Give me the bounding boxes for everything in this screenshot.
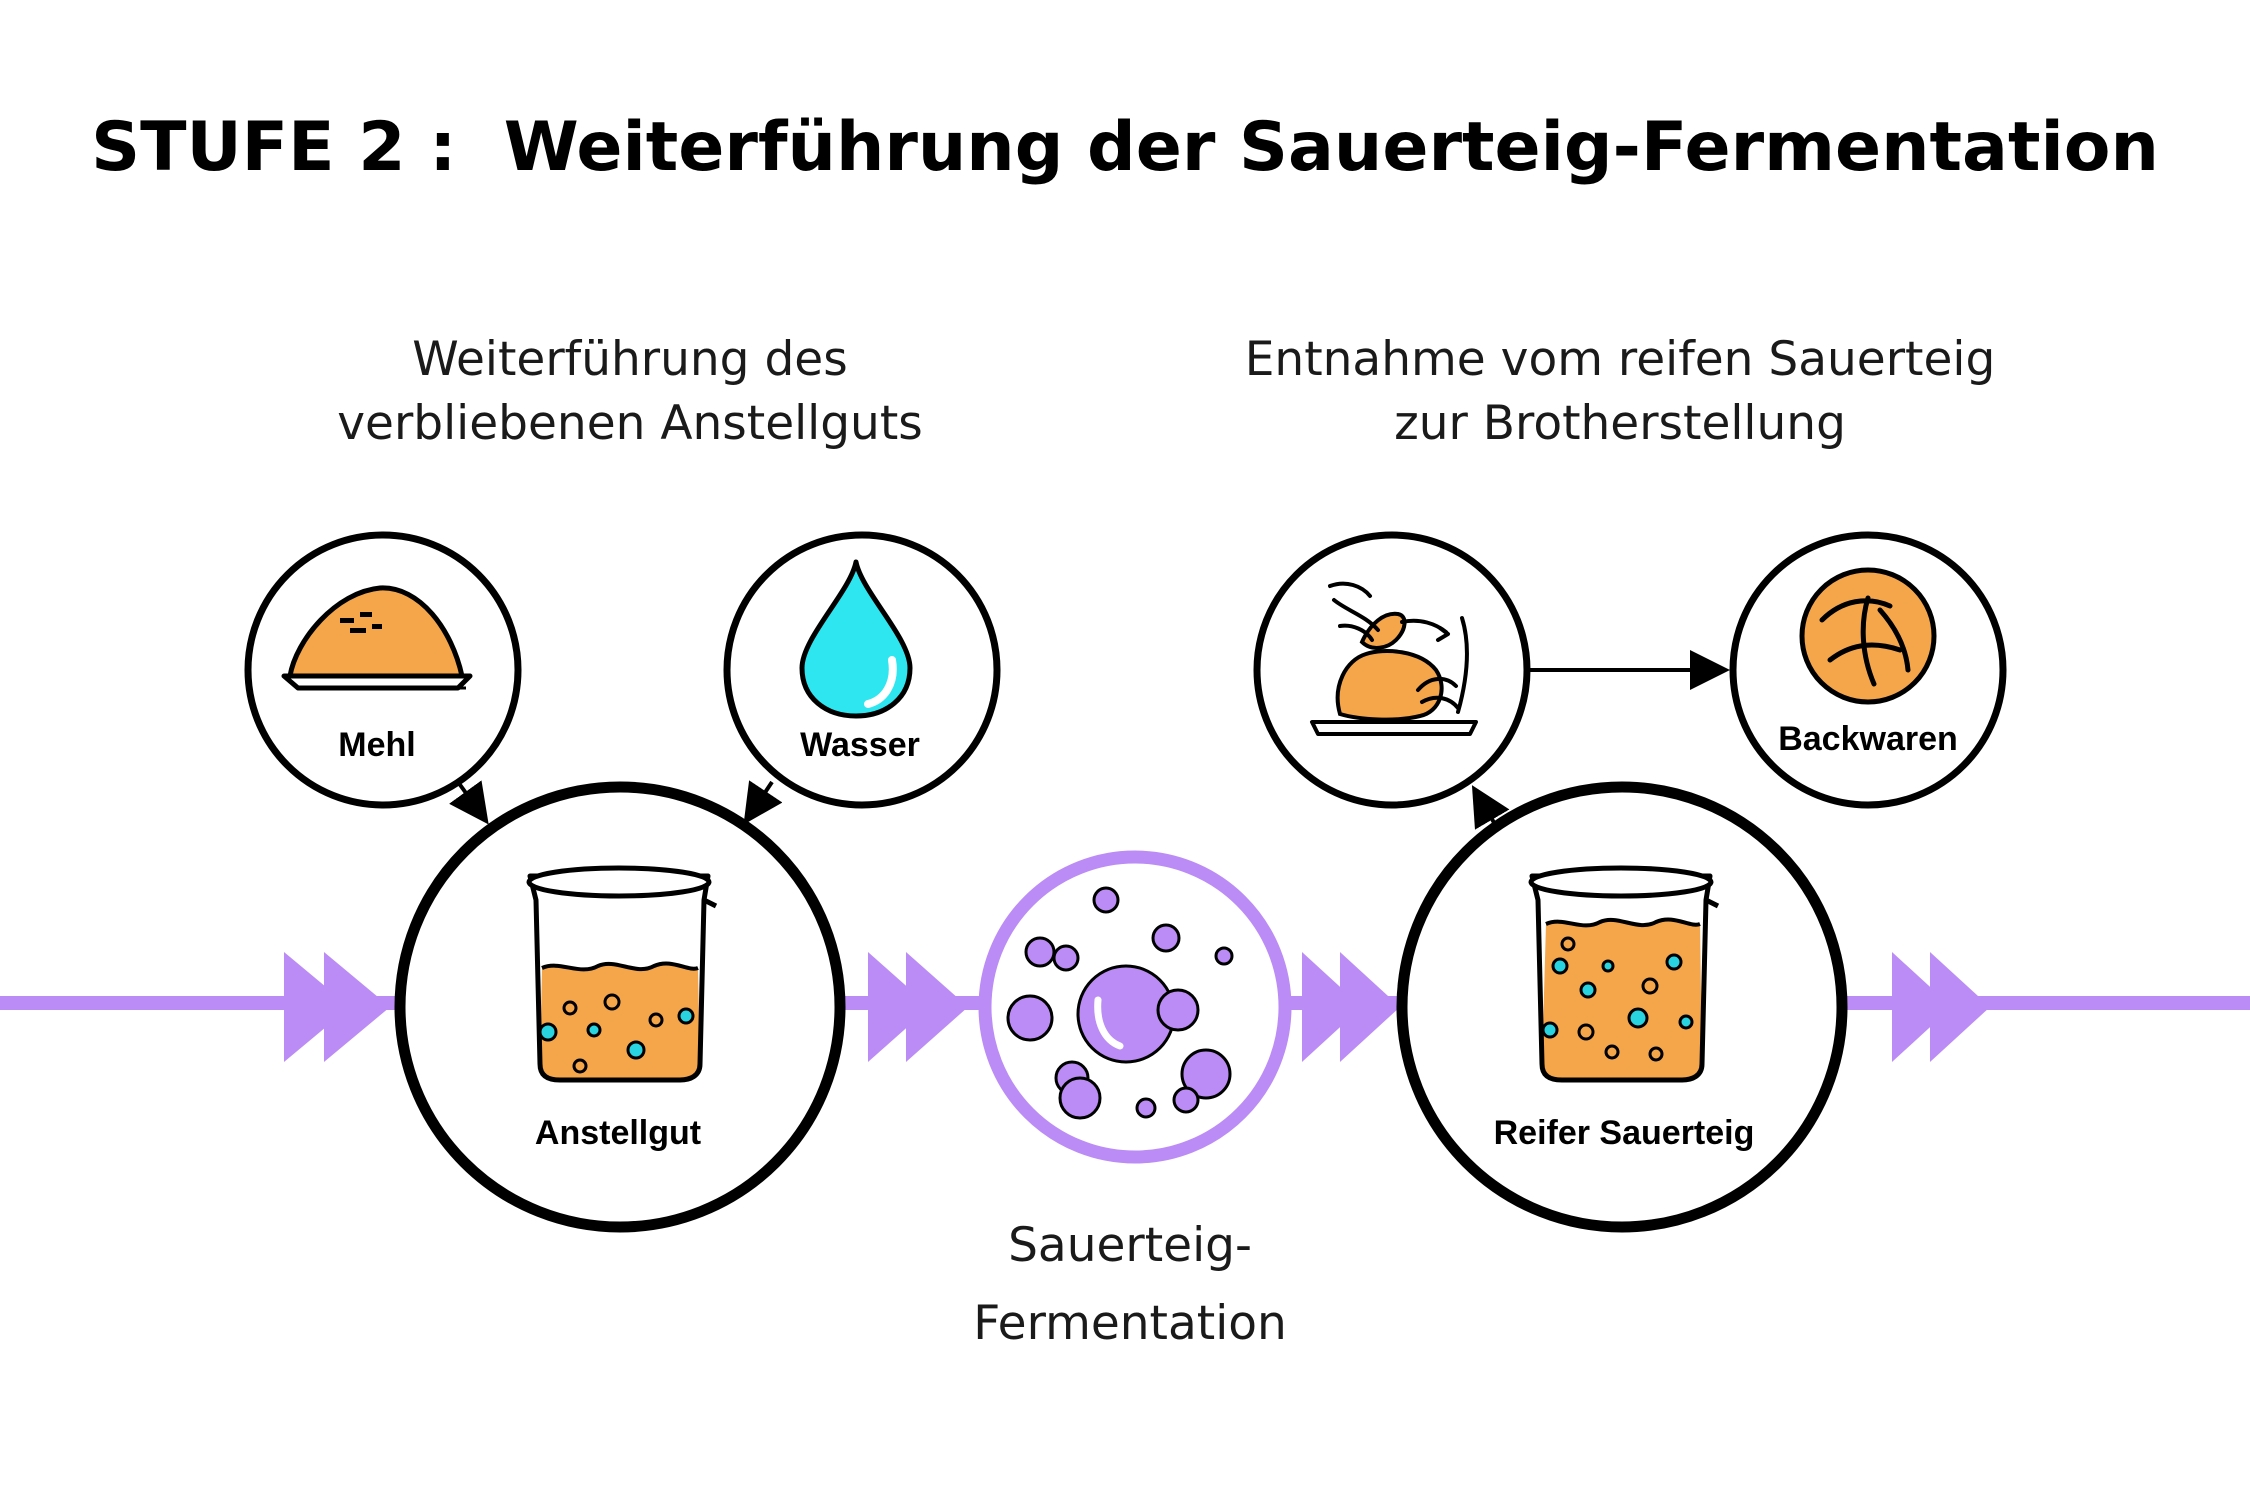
right-heading: Entnahme vom reifen Sauerteig zur Brothe…	[1160, 328, 2080, 456]
hands-taking-dough-icon	[1310, 581, 1478, 736]
bread-roll-icon	[1799, 567, 1937, 705]
left-heading-line-1: Weiterführung des	[412, 332, 848, 387]
chevron-group-2	[868, 952, 968, 1062]
baked-label: Backwaren	[1778, 720, 1958, 758]
beaker-ripe-icon	[1528, 865, 1720, 1083]
fermentation-label-line-2: Fermentation	[973, 1296, 1287, 1351]
node-flour: Mehl	[244, 531, 522, 809]
water-label: Wasser	[800, 726, 920, 764]
node-water: Wasser	[723, 531, 1001, 809]
fermentation-bubbles-icon	[1006, 886, 1234, 1120]
fermentation-label: Sauerteig- Fermentation	[880, 1207, 1380, 1363]
starter-label: Anstellgut	[535, 1114, 701, 1152]
page-title: STUFE 2 : Weiterführung der Sauerteig-Fe…	[91, 108, 2159, 187]
node-starter: Anstellgut	[394, 781, 846, 1233]
arrow-ripe-to-hands	[1471, 785, 1510, 830]
arrow-water-to-starter	[743, 780, 783, 825]
ripe-label: Reifer Sauerteig	[1494, 1114, 1755, 1152]
node-fermentation	[978, 850, 1292, 1164]
chevron-group-4	[1892, 952, 1990, 1062]
flour-label: Mehl	[338, 726, 415, 764]
left-heading: Weiterführung des verbliebenen Anstellgu…	[230, 328, 1030, 456]
chevron-group-1	[284, 952, 390, 1062]
arrow-flour-to-starter	[449, 780, 489, 825]
left-heading-line-2: verbliebenen Anstellguts	[337, 396, 923, 451]
right-heading-line-1: Entnahme vom reifen Sauerteig	[1244, 332, 1996, 387]
beaker-starter-icon	[526, 865, 718, 1083]
flour-pile-icon	[281, 585, 473, 691]
fermentation-label-line-1: Sauerteig-	[1008, 1218, 1252, 1273]
right-heading-line-2: zur Brotherstellung	[1394, 396, 1846, 451]
chevron-group-3	[1302, 952, 1400, 1062]
node-baked: Backwaren	[1729, 531, 2007, 809]
node-hands	[1253, 531, 1531, 809]
node-ripe: Reifer Sauerteig	[1396, 781, 1848, 1233]
water-drop-icon	[799, 559, 913, 719]
